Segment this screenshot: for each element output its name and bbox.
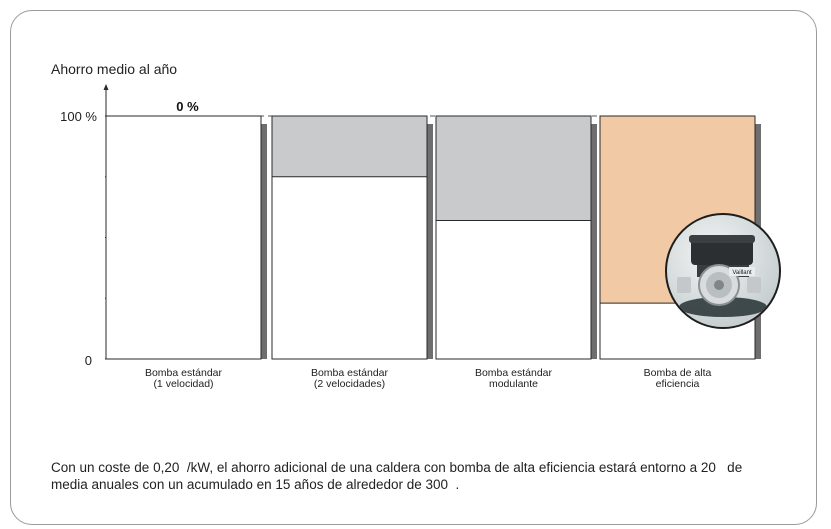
chart-title: Ahorro medio al año — [51, 61, 178, 77]
x-category-label: Bomba estándar — [145, 367, 223, 379]
x-category-label: (1 velocidad) — [153, 378, 213, 390]
pump-brand-label: Vaillant — [732, 270, 752, 276]
bar-outline — [105, 115, 262, 360]
bar-shadow — [591, 124, 597, 359]
bar-shadow — [261, 124, 267, 359]
bar-base-segment — [106, 116, 261, 359]
x-category-label: Bomba estándar — [311, 367, 389, 379]
annotation-label: 0 % — [176, 99, 199, 114]
x-category-label: modulante — [489, 378, 538, 390]
x-category-label: Bomba de alta — [644, 367, 712, 379]
bar-saving-segment — [436, 116, 591, 221]
y-axis-arrow-icon — [103, 84, 109, 90]
footnote-text: Con un coste de 0,20 /kW, el ahorro adic… — [51, 460, 743, 492]
bar-shadow — [427, 124, 433, 359]
pump-photo-icon: Vaillant — [665, 213, 781, 329]
bar-saving-segment — [272, 116, 427, 177]
bar-outline — [435, 115, 592, 360]
y-tick-label-0: 0 — [85, 353, 92, 368]
bar-outline — [271, 115, 428, 360]
x-category-label: Bomba estándar — [475, 367, 553, 379]
x-category-label: (2 velocidades) — [314, 378, 385, 390]
y-tick-label-100: 100 % — [60, 109, 97, 124]
bar-base-segment — [436, 220, 591, 359]
x-category-label: eficiencia — [656, 378, 700, 390]
bar-base-segment — [272, 176, 427, 359]
